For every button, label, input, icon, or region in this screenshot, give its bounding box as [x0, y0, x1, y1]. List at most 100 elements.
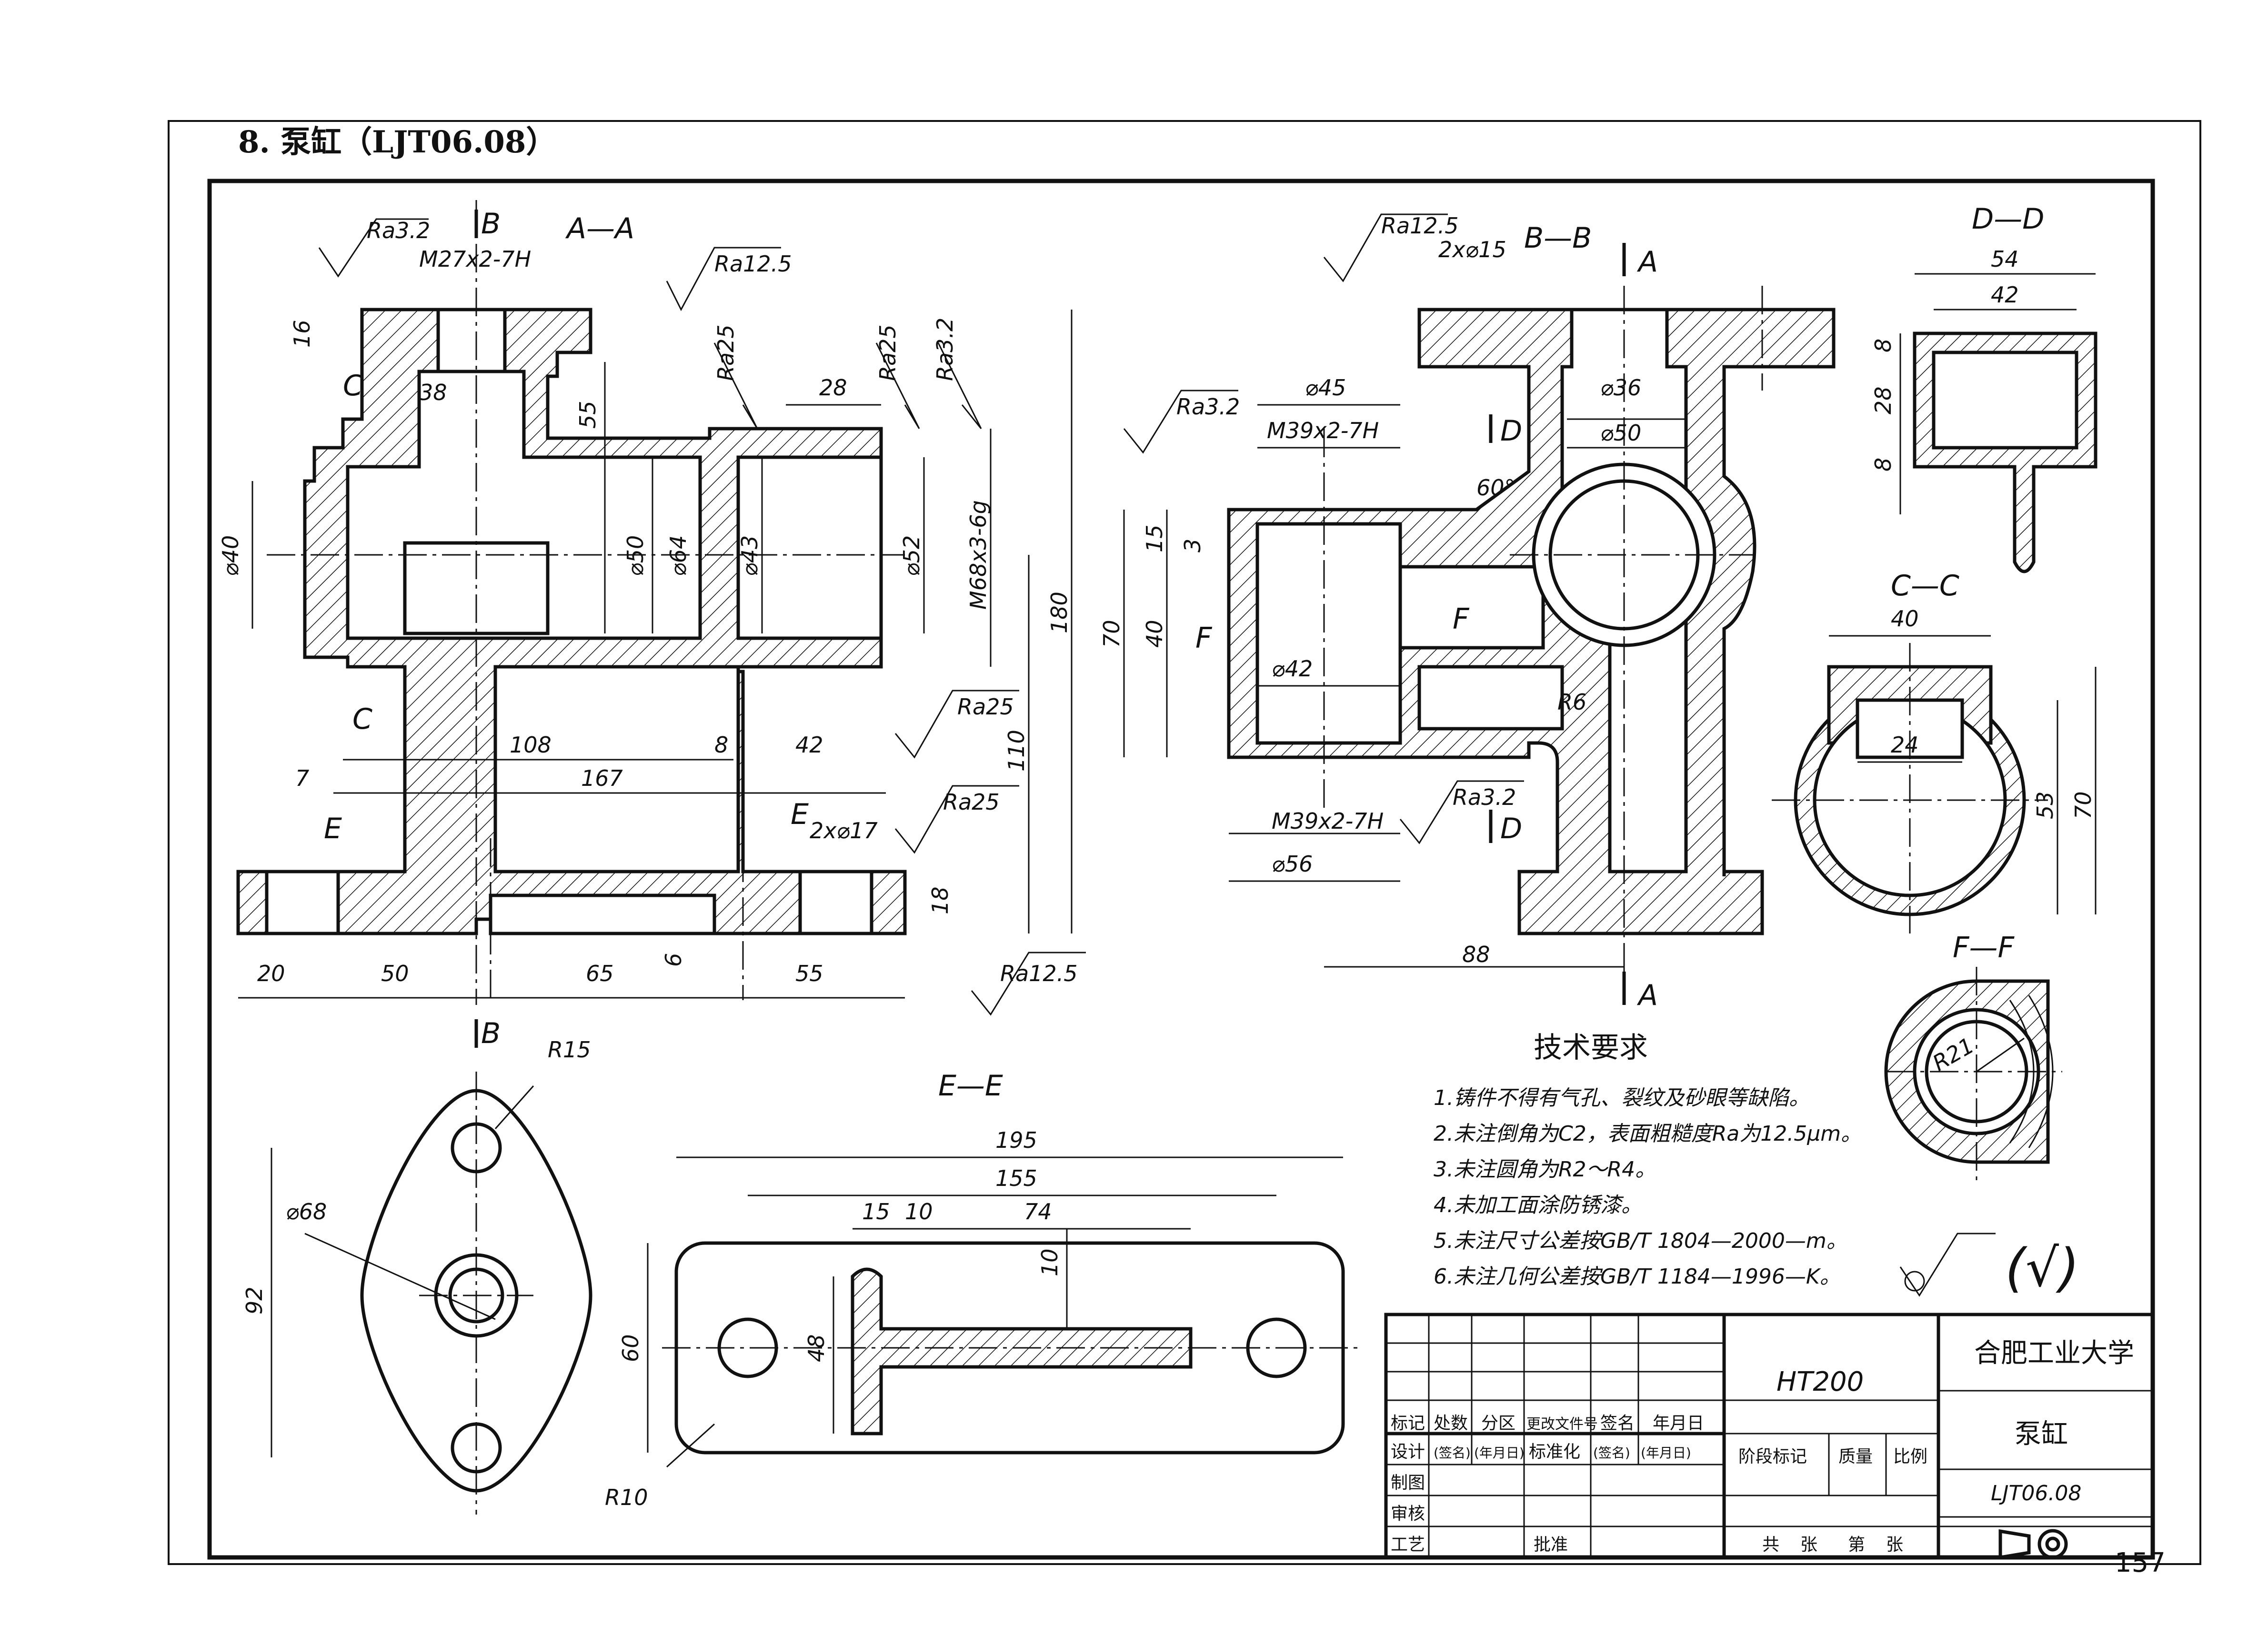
dim-bb-3: 3	[1180, 539, 1205, 552]
view-label-bb: B—B	[1524, 221, 1592, 255]
tb-stage: 阶段标记	[1738, 1447, 1807, 1466]
dim-bb-40: 40	[1142, 620, 1167, 648]
view-label-cc: C—C	[1891, 569, 1959, 602]
section-mark-b-bottom: B	[481, 1017, 501, 1050]
dim-8: 8	[714, 732, 728, 758]
dim-d43: ⌀43	[737, 535, 763, 576]
dim-dd-54: 54	[1991, 246, 2019, 272]
dim-bb-d50: ⌀50	[1600, 420, 1641, 446]
page-heading: 8. 泵缸（LJT06.08）	[238, 124, 556, 160]
dim-ee-r10: R10	[605, 1485, 648, 1510]
page-number: 157	[2115, 1547, 2166, 1578]
dim-bb-thread1: M39x2-7H	[1267, 418, 1379, 443]
dim-cc-24: 24	[1891, 732, 1919, 758]
view-label-dd: D—D	[1972, 202, 2044, 236]
tech-title: 技术要求	[1534, 1031, 1648, 1064]
section-dd-view: D—D 54 42 8 28 8	[1870, 202, 2097, 573]
tb-scale: 比例	[1893, 1447, 1927, 1466]
tb-standard: 标准化	[1529, 1442, 1580, 1462]
technical-requirements: 技术要求 1.铸件不得有气孔、裂纹及砂眼等缺陷。 2.未注倒角为C2，表面粗糙度…	[1434, 1031, 2079, 1298]
dim-b-d68: ⌀68	[286, 1199, 327, 1224]
view-b-flange: R15 ⌀68 92	[241, 1037, 592, 1515]
tb-drawing-no: LJT06.08	[1991, 1481, 2081, 1505]
dim-ee-195: 195	[995, 1127, 1037, 1153]
rough-aa-8: Ra12.5	[1000, 961, 1078, 986]
dim-167: 167	[581, 765, 623, 791]
tb-school: 合肥工业大学	[1974, 1338, 2134, 1369]
section-cc-view: C—C 40 24 53 70	[1772, 569, 2097, 933]
dim-ee-10a: 10	[905, 1199, 933, 1224]
tb-total: 共	[1762, 1535, 1779, 1555]
section-mark-d-top: D	[1500, 414, 1522, 448]
tb-standard-sign: (签名)	[1593, 1445, 1630, 1461]
tech-item-4: 4.未加工面涂防锈漆。	[1434, 1193, 1642, 1217]
dim-bb-d56: ⌀56	[1272, 851, 1313, 877]
rough-aa-3: Ra25	[713, 324, 739, 381]
tech-item-2: 2.未注倒角为C2，表面粗糙度Ra为12.5μm。	[1434, 1122, 1862, 1146]
dim-bb-d45: ⌀45	[1305, 375, 1346, 401]
tb-header-mark: 标记	[1391, 1414, 1425, 1433]
tb-design: 设计	[1391, 1442, 1425, 1462]
section-mark-f-right: F	[1453, 602, 1470, 636]
dim-thread-top: M27x2-7H	[419, 246, 531, 272]
tb-check: 审核	[1391, 1504, 1425, 1524]
view-label-ee: E—E	[938, 1069, 1003, 1103]
tech-item-6: 6.未注几何公差按GB/T 1184—1996—K。	[1434, 1265, 1841, 1289]
tb-part-name: 泵缸	[2015, 1419, 2068, 1450]
tb-header-sign: 签名	[1600, 1414, 1635, 1433]
tb-header-count: 处数	[1434, 1414, 1468, 1433]
dim-dd-8a: 8	[1870, 339, 1896, 352]
rough-bb-1: Ra12.5	[1381, 213, 1459, 239]
tb-mass: 质量	[1838, 1447, 1873, 1466]
tb-sheet-no: 第	[1848, 1535, 1865, 1555]
general-roughness-symbol: (√)	[2005, 1237, 2079, 1298]
dim-dd-28: 28	[1870, 386, 1896, 414]
dim-bb-70: 70	[1099, 620, 1124, 648]
dim-65: 65	[586, 961, 614, 986]
rough-bb-2: Ra3.2	[1176, 394, 1240, 420]
dim-dd-8b: 8	[1870, 458, 1896, 472]
view-label-aa: A—A	[565, 212, 634, 245]
dim-110: 110	[1004, 730, 1029, 772]
dim-38: 38	[419, 380, 447, 405]
dim-ee-48: 48	[803, 1334, 829, 1362]
section-ff-view: F—F R21	[1884, 931, 2062, 1181]
view-label-ff: F—F	[1953, 931, 2015, 964]
section-mark-a-top: A	[1636, 245, 1658, 279]
rough-aa-1: Ra3.2	[367, 218, 430, 243]
dim-d40: ⌀40	[218, 535, 243, 576]
dim-ee-74: 74	[1024, 1199, 1052, 1224]
tb-design-date: (年月日)	[1474, 1445, 1525, 1461]
dim-28: 28	[819, 375, 847, 401]
dim-dd-42: 42	[1991, 282, 2019, 308]
dim-bb-2x15: 2x⌀15	[1438, 237, 1506, 262]
rough-aa-6: Ra25	[957, 694, 1014, 720]
dim-cc-70: 70	[2070, 791, 2096, 819]
dim-7: 7	[295, 765, 309, 791]
dim-ee-10b: 10	[1037, 1248, 1063, 1276]
tech-item-1: 1.铸件不得有气孔、裂纹及砂眼等缺陷。	[1434, 1086, 1810, 1110]
section-mark-e-right: E	[791, 798, 809, 831]
dim-bb-15: 15	[1142, 524, 1167, 552]
dim-6: 6	[661, 953, 686, 967]
section-mark-e-left: E	[324, 812, 342, 845]
outer-frame	[168, 120, 2201, 1565]
tb-standard-date: (年月日)	[1641, 1445, 1691, 1461]
tb-process: 工艺	[1391, 1535, 1425, 1555]
section-aa-view: A—A B M27x2-7H 16 38 55 28	[218, 200, 1086, 1050]
dim-b-r15: R15	[548, 1037, 591, 1063]
dim-bb-r6: R6	[1557, 689, 1586, 715]
tb-sheets2: 张	[1886, 1535, 1903, 1555]
aa-inner-cavity[interactable]	[436, 308, 507, 373]
dim-cc-53: 53	[2032, 791, 2058, 819]
section-mark-f-left: F	[1195, 622, 1213, 655]
rough-aa-2: Ra12.5	[714, 251, 792, 277]
dim-ee-15: 15	[862, 1199, 890, 1224]
dim-bb-60deg: 60°	[1476, 475, 1515, 501]
dim-d52: ⌀52	[899, 535, 924, 576]
tb-design-sign: (签名)	[1434, 1445, 1471, 1461]
dim-d64: ⌀64	[665, 535, 691, 576]
tb-draw: 制图	[1391, 1473, 1425, 1493]
dim-bb-d36: ⌀36	[1600, 375, 1641, 401]
title-block: 标记 处数 分区 更改文件号 签名 年月日 设计 (签名) (年月日) 标准化 …	[1384, 1313, 2155, 1560]
